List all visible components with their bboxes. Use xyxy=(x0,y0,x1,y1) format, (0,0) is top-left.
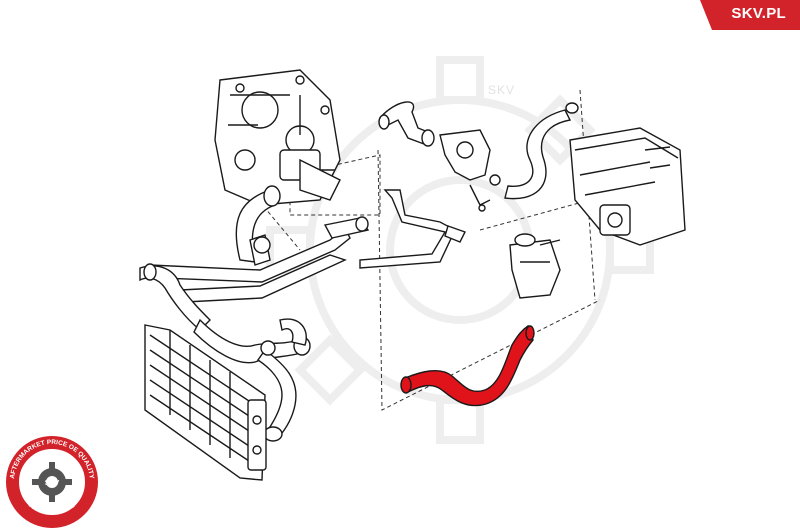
hose-upper-left xyxy=(235,185,281,263)
hose-upper-right xyxy=(504,102,579,200)
brand-site-label[interactable]: SKV.PL xyxy=(731,5,786,22)
gear-icon xyxy=(32,462,72,502)
brand-tab-shape xyxy=(700,0,800,30)
watermark-text: SKV xyxy=(488,83,516,97)
expansion-tank xyxy=(509,233,561,299)
highlighted-radiator-hose[interactable] xyxy=(400,324,535,407)
hose-lower-left xyxy=(193,318,311,442)
heater-core xyxy=(569,127,686,246)
hose-top-small xyxy=(378,101,435,147)
thermostat-housing xyxy=(439,129,501,212)
seal-center-text: SKV xyxy=(45,480,60,487)
seal-badge: AFTERMARKET PRICE OE QUALITY AUTO PARTS … xyxy=(6,436,98,528)
radiator xyxy=(144,324,267,481)
radiator-hose[interactable] xyxy=(404,324,534,407)
pipe-assembly xyxy=(139,216,370,331)
bypass-pipe xyxy=(359,189,466,269)
engine-block xyxy=(214,69,341,206)
